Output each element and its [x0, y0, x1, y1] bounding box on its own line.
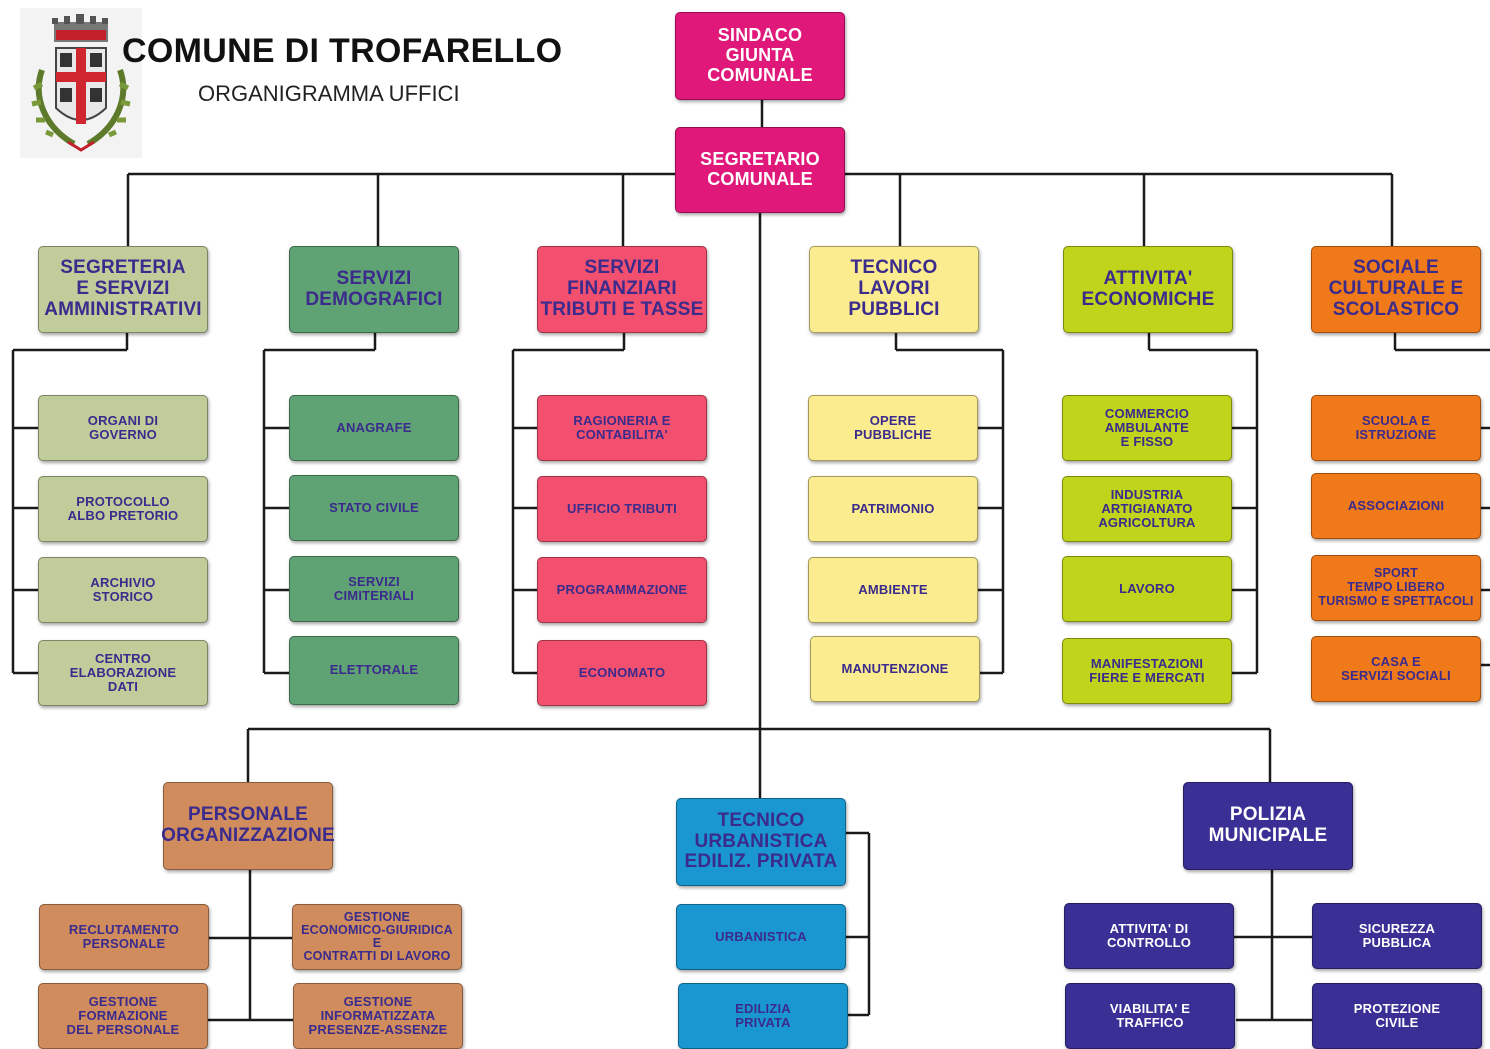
office-protezione-civile: PROTEZIONE CIVILE [1312, 983, 1482, 1049]
office-gestione-formazione: GESTIONE FORMAZIONE DEL PERSONALE [38, 983, 208, 1049]
box-sindaco-giunta: SINDACO GIUNTA COMUNALE [675, 12, 845, 100]
office-scuola-istruzione: SCUOLA E ISTRUZIONE [1311, 395, 1481, 461]
dept-tecnico-urbanistica: TECNICO URBANISTICA EDILIZ. PRIVATA [676, 798, 846, 886]
office-ufficio-tributi: UFFICIO TRIBUTI [537, 476, 707, 542]
office-economato: ECONOMATO [537, 640, 707, 706]
coat-of-arms-logo [20, 8, 142, 158]
dept-personale: PERSONALE ORGANIZZAZIONE [161, 782, 335, 870]
office-elettorale: ELETTORALE [289, 636, 459, 705]
office-associazioni: ASSOCIAZIONI [1311, 473, 1481, 539]
office-patrimonio: PATRIMONIO [808, 476, 978, 542]
dept-tecnico-lavori-pubblici: TECNICO LAVORI PUBBLICI [809, 246, 979, 333]
office-lavoro: LAVORO [1062, 556, 1232, 622]
office-commercio: COMMERCIO AMBULANTE E FISSO [1062, 395, 1232, 461]
dept-demografici: SERVIZI DEMOGRAFICI [289, 246, 459, 333]
office-manifestazioni: MANIFESTAZIONI FIERE E MERCATI [1062, 638, 1232, 704]
office-gestione-presenze-assenze: GESTIONE INFORMATIZZATA PRESENZE-ASSENZE [293, 983, 463, 1049]
office-archivio-storico: ARCHIVIO STORICO [38, 557, 208, 623]
office-ragioneria: RAGIONERIA E CONTABILITA' [537, 395, 707, 461]
office-programmazione: PROGRAMMAZIONE [537, 557, 707, 623]
office-stato-civile: STATO CIVILE [289, 475, 459, 541]
office-sicurezza-pubblica: SICUREZZA PUBBLICA [1312, 903, 1482, 969]
office-anagrafe: ANAGRAFE [289, 395, 459, 461]
page-title: COMUNE DI TROFARELLO [122, 32, 563, 70]
office-centro-elaborazione-dati: CENTRO ELABORAZIONE DATI [38, 640, 208, 706]
office-attivita-di-controllo: ATTIVITA' DI CONTROLLO [1064, 903, 1234, 969]
office-sport-tempo-libero: SPORT TEMPO LIBERO TURISMO E SPETTACOLI [1311, 555, 1481, 621]
dept-polizia-municipale: POLIZIA MUNICIPALE [1183, 782, 1353, 870]
office-industria-artigianato: INDUSTRIA ARTIGIANATO AGRICOLTURA [1062, 476, 1232, 542]
office-reclutamento-personale: RECLUTAMENTO PERSONALE [39, 904, 209, 970]
office-urbanistica: URBANISTICA [676, 904, 846, 970]
dept-sociale: SOCIALE CULTURALE E SCOLASTICO [1311, 246, 1481, 333]
office-viabilita-traffico: VIABILITA' E TRAFFICO [1065, 983, 1235, 1049]
office-casa-servizi-sociali: CASA E SERVIZI SOCIALI [1311, 636, 1481, 702]
box-segretario-comunale: SEGRETARIO COMUNALE [675, 127, 845, 213]
dept-segreteria: SEGRETERIA E SERVIZI AMMINISTRATIVI [38, 246, 208, 333]
office-protocollo: PROTOCOLLO ALBO PRETORIO [38, 476, 208, 542]
office-servizi-cimiteriali: SERVIZI CIMITERIALI [289, 556, 459, 622]
office-gestione-economico-giuridica: GESTIONE ECONOMICO-GIURIDICA E CONTRATTI… [292, 904, 462, 970]
office-organi-di-governo: ORGANI DI GOVERNO [38, 395, 208, 461]
office-ambiente: AMBIENTE [808, 557, 978, 623]
dept-attivita-economiche: ATTIVITA' ECONOMICHE [1063, 246, 1233, 333]
office-opere-pubbliche: OPERE PUBBLICHE [808, 395, 978, 461]
office-manutenzione: MANUTENZIONE [810, 636, 980, 702]
page-subtitle: ORGANIGRAMMA UFFICI [198, 81, 460, 106]
office-edilizia-privata: EDILIZIA PRIVATA [678, 983, 848, 1049]
dept-finanziari: SERVIZI FINANZIARI TRIBUTI E TASSE [537, 246, 707, 333]
